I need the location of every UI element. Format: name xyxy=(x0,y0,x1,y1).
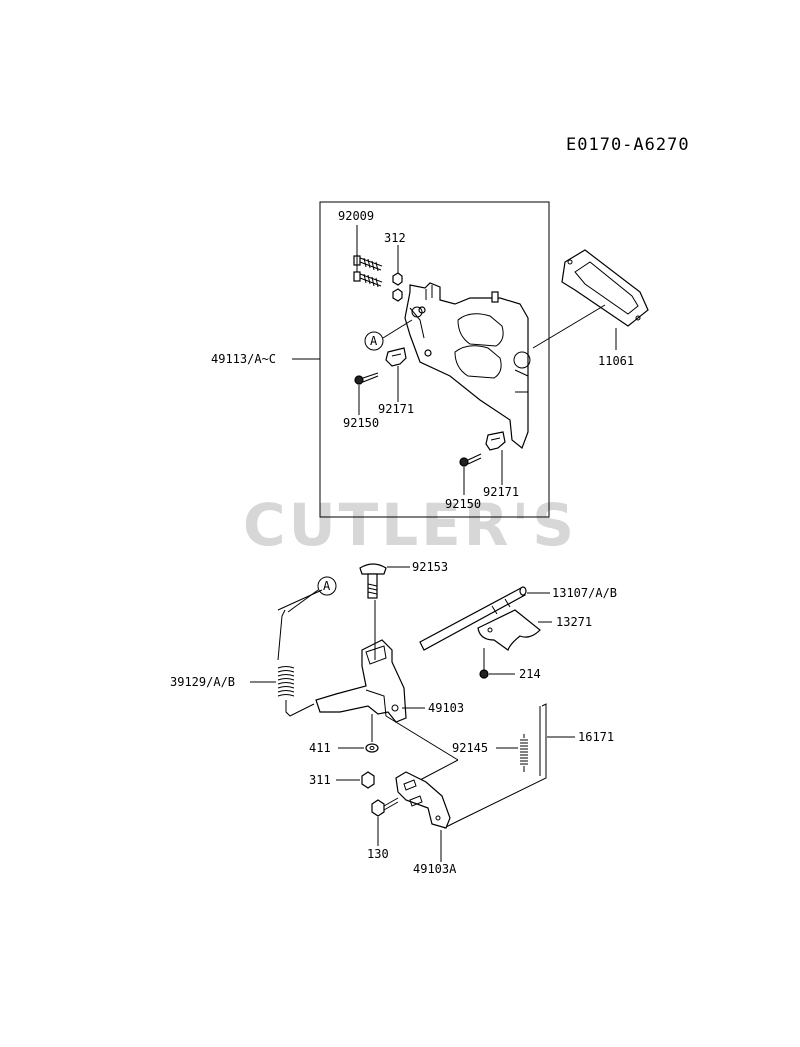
screw-92150-lower xyxy=(459,453,482,467)
screw-214 xyxy=(479,648,489,679)
watermark: CUTLER'S xyxy=(243,491,577,559)
label-39129: 39129/A/B xyxy=(170,675,235,689)
clip-92171-upper xyxy=(385,347,407,367)
control-plate-49113 xyxy=(404,282,529,449)
washer-411 xyxy=(365,743,379,753)
label-92171-upper: 92171 xyxy=(378,402,414,416)
label-16171: 16171 xyxy=(578,730,614,744)
plate-49103A xyxy=(395,771,451,829)
gasket-11061 xyxy=(561,249,649,327)
label-92153: 92153 xyxy=(412,560,448,574)
ref-callout-a-top: A xyxy=(364,331,384,351)
screw-92150-upper xyxy=(354,372,379,385)
nut-312-lower xyxy=(392,288,403,302)
ref-callout-a-bottom: A xyxy=(317,576,337,596)
label-49113: 49113/A~C xyxy=(211,352,276,366)
label-311: 311 xyxy=(309,773,331,787)
label-411: 411 xyxy=(309,741,331,755)
label-13107: 13107/A/B xyxy=(552,586,617,600)
rod-16171 xyxy=(443,703,547,829)
label-312: 312 xyxy=(384,231,406,245)
label-92009: 92009 xyxy=(338,209,374,223)
svg-text:A: A xyxy=(323,579,331,593)
label-11061: 11061 xyxy=(598,354,634,368)
bolt-92009-lower xyxy=(353,271,383,288)
spring-92145 xyxy=(520,734,528,772)
svg-text:A: A xyxy=(370,334,378,348)
label-92145: 92145 xyxy=(452,741,488,755)
label-214: 214 xyxy=(519,667,541,681)
lever-49103 xyxy=(315,639,407,723)
nut-312-upper xyxy=(392,272,403,286)
bolt-92153 xyxy=(359,563,387,599)
bolt-130 xyxy=(371,797,399,817)
clip-92171-lower xyxy=(485,431,506,451)
spring-39129 xyxy=(277,589,323,717)
label-13271: 13271 xyxy=(556,615,592,629)
label-92150-lower: 92150 xyxy=(445,497,481,511)
label-130: 130 xyxy=(367,847,389,861)
label-49103: 49103 xyxy=(428,701,464,715)
diagram-code: E0170-A6270 xyxy=(566,135,690,155)
label-49103A: 49103A xyxy=(413,862,457,876)
label-92171-lower: 92171 xyxy=(483,485,519,499)
label-92150-upper: 92150 xyxy=(343,416,379,430)
nut-311 xyxy=(361,771,375,789)
shaft-13107 xyxy=(419,586,527,651)
bracket-13271 xyxy=(477,609,541,651)
bolt-92009-upper xyxy=(353,255,383,272)
